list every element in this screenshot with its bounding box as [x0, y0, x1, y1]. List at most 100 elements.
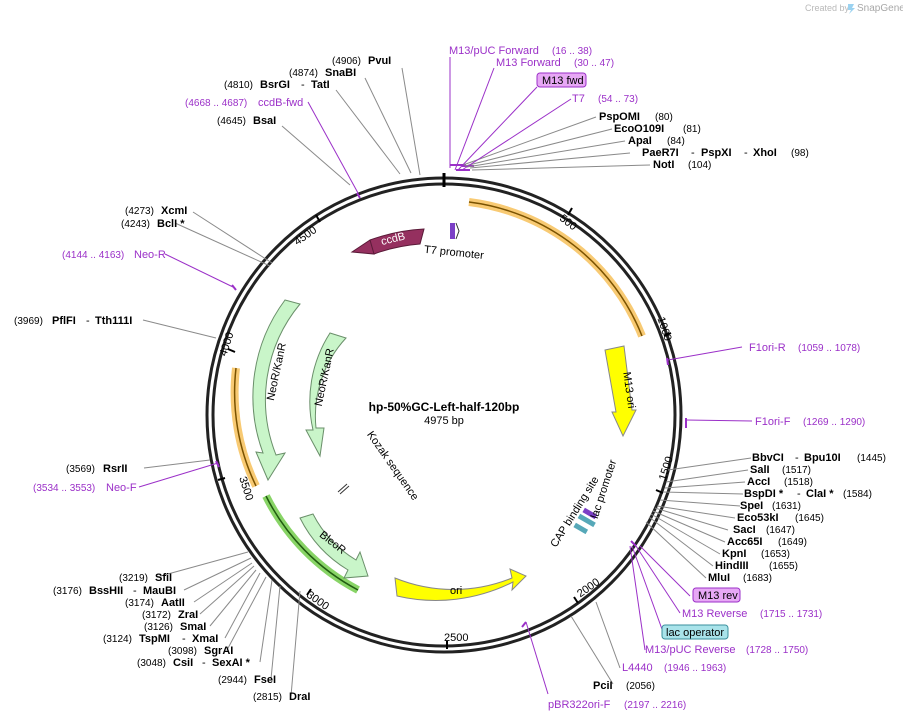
t7-promoter-label: T7 promoter: [423, 244, 484, 262]
site-pos-rsrii: (3569): [66, 464, 95, 475]
site-xhoi: XhoI: [753, 147, 777, 159]
site-pos-fsei: (2944): [218, 675, 247, 686]
site-clai: ClaI *: [806, 488, 834, 500]
site-pos-apai: (84): [667, 136, 685, 147]
site-pos-mlui: (1683): [743, 573, 772, 584]
site-acci: AccI: [747, 476, 770, 488]
site-aatii: AatII: [161, 597, 185, 609]
site-csii: CsiI: [173, 657, 193, 669]
m13-fwd-label: M13 fwd: [542, 75, 584, 87]
site-apai: ApaI: [628, 135, 652, 147]
svg-text:-: -: [795, 452, 799, 464]
site-pos-kpni: (1653): [761, 549, 790, 560]
site-pspomi: PspOMI: [599, 111, 640, 123]
bleor-track: [265, 495, 359, 591]
site-pos-tspmi: (3124): [103, 634, 132, 645]
bleor-arrow: [299, 513, 369, 579]
credit-brand: SnapGene: [857, 3, 903, 14]
primer-l4440: L4440: [622, 662, 653, 674]
site-pos-snabi: (4874): [289, 68, 318, 79]
primer-pos-neo-f: (3534 .. 3553): [33, 483, 95, 494]
svg-text:-: -: [133, 585, 137, 597]
site-pos-bsai: (4645): [217, 116, 246, 127]
site-drai: DraI: [289, 691, 310, 703]
site-pos-zrai: (3172): [142, 610, 171, 621]
site-pos-pspomi: (80): [655, 112, 673, 123]
neo-track: [233, 367, 257, 487]
site-pvui: PvuI: [368, 55, 391, 67]
primer-m13-forward: M13 Forward: [496, 57, 561, 69]
site-rsrii: RsrII: [103, 463, 127, 475]
site-fsei: FseI: [254, 674, 276, 686]
primer-pos-f1ori-r: (1059 .. 1078): [798, 343, 860, 354]
site-pos-hindiii: (1655): [769, 561, 798, 572]
site-pos-csii: (3048): [137, 658, 166, 669]
f1ori-track: [468, 201, 643, 337]
site-pos-eco53ki: (1645): [795, 513, 824, 524]
site-noti: NotI: [653, 159, 674, 171]
t7-promoter-mark: [450, 223, 455, 239]
primer-pos-m13-reverse: (1715 .. 1731): [760, 609, 822, 620]
site-maubi: MauBI: [143, 585, 176, 597]
primer-neo-r: Neo-R: [134, 249, 166, 261]
svg-text:-: -: [301, 79, 305, 91]
site-tspmi: TspMI: [139, 633, 170, 645]
snapgene-logo-icon: [848, 4, 855, 14]
primer-neo-f: Neo-F: [106, 482, 137, 494]
site-pos-pcii: (2056): [626, 681, 655, 692]
site-kpni: KpnI: [722, 548, 746, 560]
site-sali: SalI: [750, 464, 770, 476]
leader-lines: [142, 67, 752, 697]
primer-m13-reverse: M13 Reverse: [682, 608, 747, 620]
primer-ccdb-fwd: ccdB-fwd: [258, 97, 303, 109]
site-mlui: MluI: [708, 572, 730, 584]
plasmid-name: hp-50%GC-Left-half-120bp: [369, 400, 520, 414]
site-bbvci: BbvCI: [752, 452, 784, 464]
primer-pos-f1ori-f: (1269 .. 1290): [803, 417, 865, 428]
site-pos-sali: (1517): [782, 465, 811, 476]
site-pos-ecoo109i: (81): [683, 124, 701, 135]
primer-pbr322ori-f: pBR322ori-F: [548, 699, 611, 711]
site-xcmi: XcmI: [161, 205, 187, 217]
site-sgrai: SgrAI: [204, 645, 233, 657]
site-xmai: XmaI: [192, 633, 218, 645]
site-spei: SpeI: [740, 500, 763, 512]
site-pos-acci: (1518): [784, 477, 813, 488]
ori-label: ori: [450, 585, 462, 597]
site-pspxi: PspXI: [701, 147, 732, 159]
site-bspdi: BspDI *: [744, 488, 784, 500]
site-acc65i: Acc65I: [727, 536, 762, 548]
svg-text:-: -: [202, 657, 206, 669]
site-bpu10i: Bpu10I: [804, 452, 841, 464]
site-smai: SmaI: [180, 621, 206, 633]
site-pos-smai: (3126): [144, 622, 173, 633]
m13-ori-arrow: [604, 345, 637, 438]
site-snabi: SnaBI: [325, 67, 356, 79]
m13-fwd-box: [536, 72, 587, 88]
f1ori-highlight: [468, 198, 646, 338]
site-pcii: PciI: [593, 680, 613, 692]
site-pos-paer7i: (98): [791, 148, 809, 159]
site-bcli: BclI *: [157, 218, 185, 230]
primer-f1ori-f: F1ori-F: [755, 416, 791, 428]
lac-promoter-mark: [573, 507, 598, 535]
m13-rev-box: [692, 587, 741, 603]
primer-pos-pbr322ori-f: (2197 .. 2216): [624, 700, 686, 711]
site-saci: SacI: [733, 524, 756, 536]
site-hindiii: HindIII: [715, 560, 749, 572]
ori-arrow: [394, 568, 527, 601]
site-pos-xcmi: (4273): [125, 206, 154, 217]
site-zrai: ZraI: [178, 609, 198, 621]
primer-pos-m13-forward: (30 .. 47): [574, 58, 614, 69]
ccdb-label: ccdB: [380, 230, 407, 248]
primer-f1ori-r: F1ori-R: [749, 342, 786, 354]
svg-text:-: -: [182, 633, 186, 645]
site-pos-pvui: (4906): [332, 56, 361, 67]
svg-text:-: -: [797, 488, 801, 500]
primer-pos-neo-r: (4144 .. 4163): [62, 250, 124, 261]
site-tati: TatI: [311, 79, 330, 91]
primer-pos-m13-puc-reverse: (1728 .. 1750): [746, 645, 808, 656]
kozak-mark-1: [337, 483, 348, 493]
site-eco53ki: Eco53kI: [737, 512, 779, 524]
